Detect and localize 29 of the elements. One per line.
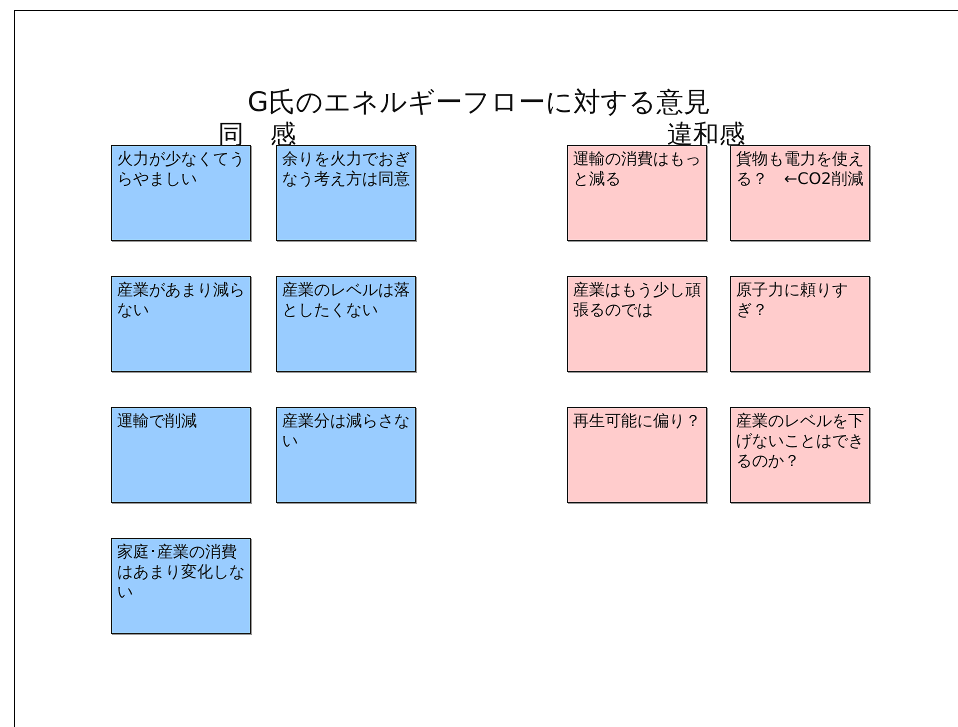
note-text: 産業分は減らさない <box>282 411 410 451</box>
sticky-note <box>567 407 707 503</box>
sticky-note <box>276 145 416 241</box>
sticky-note <box>567 145 707 241</box>
note-text: 家庭･産業の消費はあまり変化しない <box>117 542 245 602</box>
sticky-note <box>730 407 870 503</box>
note-text: 運輸で削減 <box>117 411 198 431</box>
note-text: 再生可能に偏り？ <box>573 411 701 431</box>
sticky-note <box>276 276 416 372</box>
note-text: 火力が少なくてうらやましい <box>117 149 245 189</box>
note-text: 産業のレベルを下げないことはできるのか？ <box>736 411 864 471</box>
sticky-note <box>111 407 251 503</box>
note-text: 産業があまり減らない <box>117 280 245 320</box>
column-heading: 同 感 <box>218 119 296 151</box>
slide-title: G氏のエネルギーフローに対する意見 <box>246 86 712 120</box>
sticky-note <box>567 276 707 372</box>
sticky-note <box>730 276 870 372</box>
note-text: 余りを火力でおぎなう考え方は同意 <box>282 149 410 189</box>
note-text: 貨物も電力を使える？ ←CO2削減 <box>736 149 864 189</box>
note-text: 運輸の消費はもっと減る <box>573 149 701 189</box>
note-text: 原子力に頼りすぎ？ <box>736 280 849 320</box>
sticky-note <box>730 145 870 241</box>
column-heading: 違和感 <box>667 119 745 151</box>
note-text: 産業のレベルは落としたくない <box>282 280 410 320</box>
note-text: 産業はもう少し頑張るのでは <box>573 280 701 320</box>
sticky-note <box>276 407 416 503</box>
sticky-note <box>111 145 251 241</box>
sticky-note <box>111 276 251 372</box>
sticky-note <box>111 538 251 634</box>
